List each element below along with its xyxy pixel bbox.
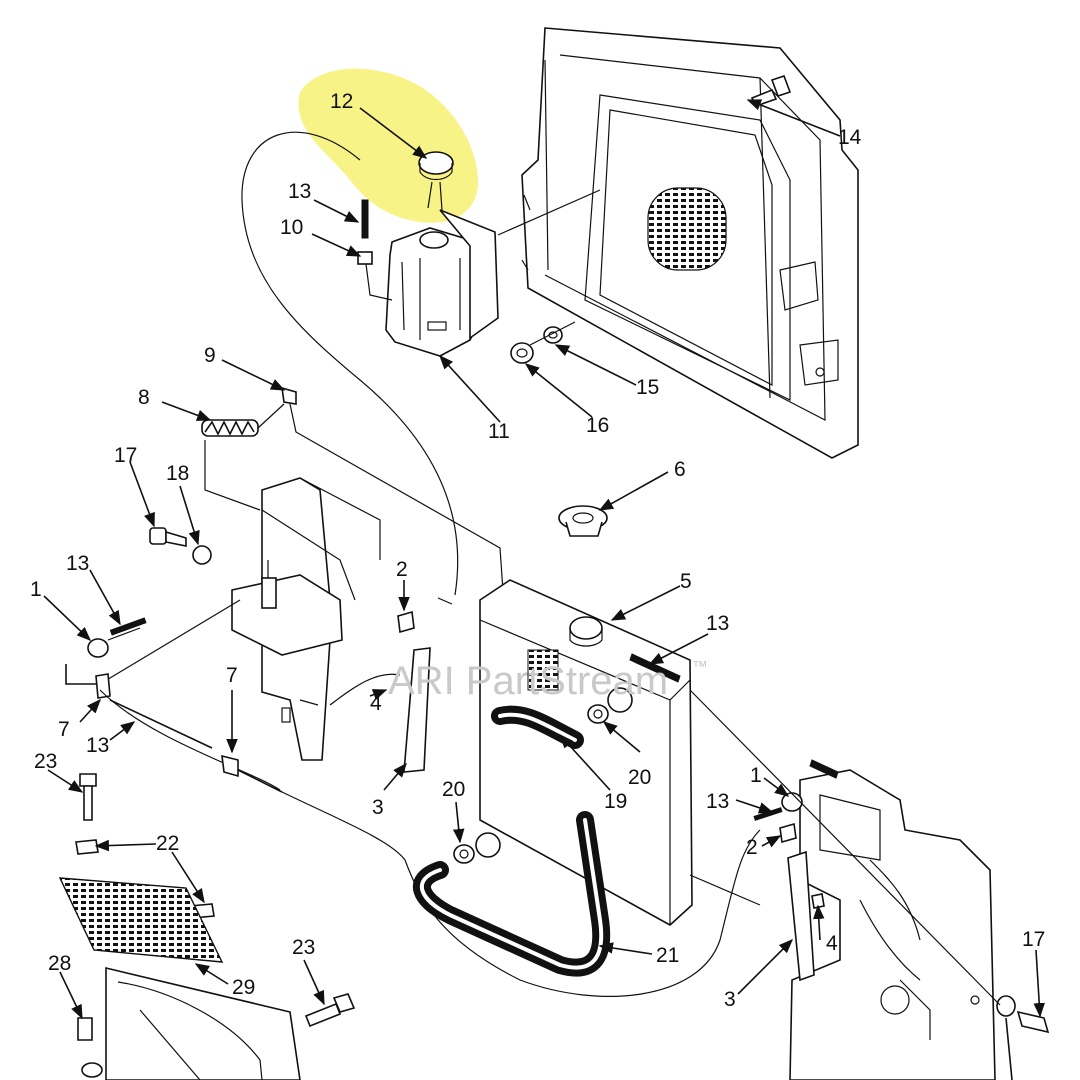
callout-9: 9 [204,344,216,367]
cap-12 [418,151,454,211]
shroud-frame [521,27,859,459]
part-23-left [79,773,97,821]
part-18 [192,545,212,565]
shroud-grill [647,187,727,271]
callout-29: 29 [232,976,255,999]
callout-19: 19 [604,790,627,813]
part-17-left [149,527,187,547]
callout-3-left: 3 [372,796,384,819]
callout-20-left: 20 [442,778,465,801]
part-9 [281,386,297,405]
callout-28: 28 [48,952,71,975]
part-13-top [361,199,369,239]
callout-21: 21 [656,944,679,967]
callout-11: 11 [488,420,510,443]
part-23-bottom [304,993,356,1028]
fan-shroud [105,966,301,1080]
callout-15: 15 [636,376,659,399]
part-20-left [453,844,475,864]
part-28 [77,1017,93,1041]
callout-13-left: 13 [66,552,89,575]
callout-14: 14 [838,126,862,149]
radiator-cap-6 [558,505,608,537]
callout-1-right: 1 [750,764,762,787]
callout-5: 5 [680,570,692,593]
callout-23-left: 23 [34,750,57,773]
callout-17-left: 17 [114,444,137,467]
callout-17-right: 17 [1022,928,1045,951]
callout-13-top: 13 [288,180,311,203]
part-2-left [397,610,415,634]
watermark-trademark: ™ [692,659,708,676]
callout-13-lower: 13 [86,734,109,757]
callout-20-right: 20 [628,766,651,789]
callout-23-bottom: 23 [292,936,315,959]
callout-2-right: 2 [746,836,758,859]
callout-7-left: 7 [58,718,70,741]
callout-16: 16 [586,414,609,437]
part-3-left [403,647,431,773]
overflow-reservoir [385,189,601,357]
highlight-12 [298,68,478,223]
callout-7-mid: 7 [226,664,238,687]
mounting-bracket [231,477,381,761]
callout-4-left: 4 [370,692,382,715]
leader-lines [43,99,1045,1080]
callout-6: 6 [674,458,686,481]
part-10 [357,251,373,265]
callout-3-right: 3 [724,988,736,1011]
callout-13-right: 13 [706,790,729,813]
part-22-a [75,839,99,855]
callout-22: 22 [156,832,179,855]
callout-labels: 12 13 10 14 15 16 11 9 8 17 18 13 1 7 13… [30,90,1045,1011]
part-20-right [587,704,609,724]
callout-10: 10 [280,216,303,239]
callout-8: 8 [138,386,150,409]
callout-2-left: 2 [396,558,408,581]
left-linkage [65,599,283,793]
watermark: ARI PartStream [388,659,668,703]
right-linkage [753,792,825,982]
part-16 [510,342,534,364]
callout-4-right: 4 [826,932,838,955]
callout-12: 12 [330,90,353,113]
spring-8 [201,419,259,437]
engine-block-right [789,759,996,1080]
radiator [475,579,693,926]
callout-13-radiator: 13 [706,612,729,635]
grill-29 [58,877,224,963]
callout-18: 18 [166,462,189,485]
callout-1-left: 1 [30,578,42,601]
